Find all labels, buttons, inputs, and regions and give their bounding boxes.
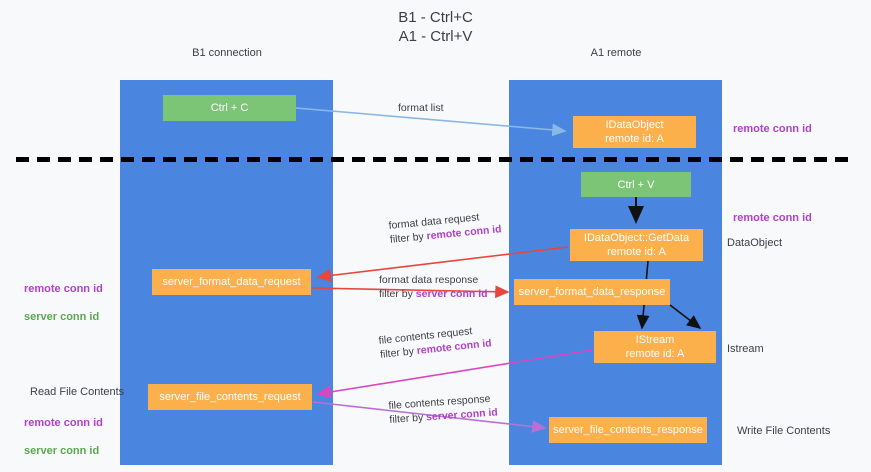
- box-server-file-contents-response[interactable]: server_file_contents_response: [549, 417, 707, 443]
- side-label-istream: Istream: [727, 343, 764, 355]
- side-label-remote-conn-id: remote conn id: [24, 283, 103, 295]
- box-istream[interactable]: IStream remote id: A: [594, 331, 716, 363]
- side-label-server-conn-id: server conn id: [24, 311, 100, 323]
- box-ctrl-v[interactable]: Ctrl + V: [581, 172, 691, 197]
- filter-prefix: filter by: [379, 345, 418, 361]
- edge-label-format-data-response: format data response filter by server co…: [379, 273, 488, 301]
- edge-label-line1: format data response: [379, 274, 479, 286]
- side-label-remote-conn-id: remote conn id: [24, 417, 103, 429]
- filter-key: server conn id: [415, 288, 488, 300]
- edge-label-format-list: format list: [398, 101, 444, 115]
- box-server-file-contents-request[interactable]: server_file_contents_request: [148, 384, 312, 410]
- side-label-remote-conn-id-mid: remote conn id: [733, 212, 812, 224]
- filter-prefix: filter by: [389, 411, 427, 426]
- filter-key: server conn id: [425, 406, 499, 424]
- box-ctrl-c[interactable]: Ctrl + C: [163, 95, 296, 121]
- side-label-server-conn-id: server conn id: [24, 445, 100, 457]
- box-idataobject-getdata[interactable]: IDataObject::GetData remote id: A: [570, 229, 703, 261]
- edge-label-format-data-request: format data request filter by remote con…: [388, 208, 502, 247]
- side-label-conn-ids-bottom: remote conn id server conn id: [24, 402, 103, 472]
- side-label-remote-conn-id-top: remote conn id: [733, 123, 812, 135]
- box-server-format-data-response[interactable]: server_format_data_response: [514, 279, 670, 305]
- edge-label-line1: format list: [398, 102, 444, 114]
- phase-divider-dashed-line: [16, 157, 855, 162]
- swimlane-label-a1: A1 remote: [590, 47, 642, 59]
- side-label-conn-ids-mid: remote conn id server conn id: [24, 268, 103, 338]
- swimlane-label-b1: B1 connection: [192, 47, 262, 59]
- edge-label-line2: filter by server conn id: [379, 287, 488, 301]
- side-label-dataobject: DataObject: [727, 237, 783, 249]
- filter-prefix: filter by: [389, 230, 428, 246]
- diagram-title: B1 - Ctrl+C A1 - Ctrl+V: [398, 9, 473, 45]
- edge-label-file-contents-request: file contents request filter by remote c…: [378, 322, 492, 362]
- side-label-write-file-contents: Write File Contents: [737, 425, 831, 437]
- box-server-format-data-request[interactable]: server_format_data_request: [152, 269, 311, 295]
- side-label-read-file-contents: Read File Contents: [30, 386, 125, 398]
- filter-prefix: filter by: [379, 288, 416, 300]
- box-idataobject[interactable]: IDataObject remote id: A: [573, 116, 696, 148]
- edge-label-file-contents-response: file contents response filter by server …: [388, 391, 498, 427]
